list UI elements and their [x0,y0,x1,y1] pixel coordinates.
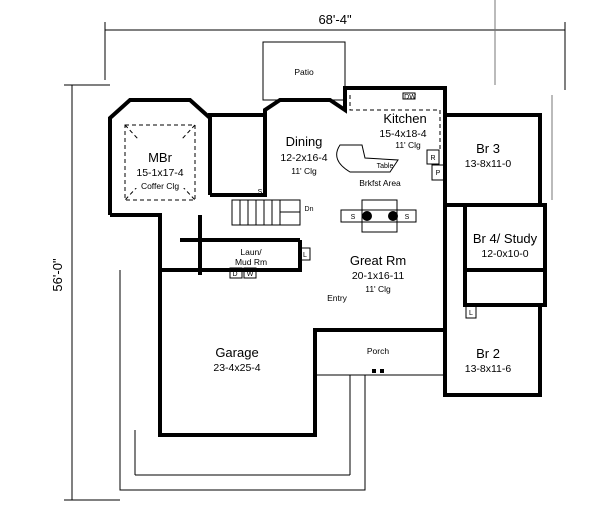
svg-text:23-4x25-4: 23-4x25-4 [213,362,260,374]
svg-text:MBr: MBr [148,150,173,165]
patio-label: Patio [294,67,314,77]
svg-text:13-8x11-6: 13-8x11-6 [465,363,512,375]
br3: Br 3 13-8x11-0 [465,141,512,170]
br2: Br 2 13-8x11-6 [465,346,512,375]
svg-text:Great Rm: Great Rm [350,253,406,268]
entry-label: Entry [327,293,348,303]
porch-label: Porch [367,346,389,356]
linen-label: L [303,252,307,259]
svg-text:Dining: Dining [286,134,323,149]
svg-text:12-0x10-0: 12-0x10-0 [481,248,528,260]
mbr: MBr 15-1x17-4 Coffer Clg [136,150,183,191]
laundry-mud-room: Laun/ Mud Rm [235,247,267,267]
svg-text:Br 3: Br 3 [476,141,500,156]
svg-text:Laun/: Laun/ [240,247,262,257]
svg-text:Br 2: Br 2 [476,346,500,361]
washer-label: W [247,271,254,278]
stairs [231,199,301,226]
breakfast-area-label: Brkfst Area [359,178,401,188]
stairs-down-label: Dn [305,206,314,213]
coffer-ceiling [124,124,196,201]
svg-text:Coffer Clg: Coffer Clg [141,181,179,191]
svg-text:15-1x17-4: 15-1x17-4 [136,167,183,179]
seat-label: S [405,214,410,221]
pantry-label: P [436,170,441,177]
refrigerator-label: R [430,155,435,162]
driveway-outline [119,270,366,491]
svg-text:20-1x16-11: 20-1x16-11 [352,270,405,282]
dryer-label: D [232,271,237,278]
depth-dimension: 56'-0" [50,258,65,292]
dimension-lines [64,0,566,501]
svg-text:Br 4/ Study: Br 4/ Study [473,231,538,246]
dining: Dining 12-2x16-4 11' Clg [280,134,327,176]
svg-text:11' Clg: 11' Clg [365,284,391,294]
dishwasher-label: DW [404,94,416,101]
shower-seat-label: S [258,189,263,196]
great-room: Great Rm 20-1x16-11 11' Clg [350,253,406,294]
width-dimension: 68'-4" [318,12,352,27]
table-label: Table [377,163,394,170]
linen-label: L [469,310,473,317]
kitchen-counter [349,95,441,150]
seat-label: S [351,214,356,221]
svg-text:11' Clg: 11' Clg [291,166,317,176]
garage: Garage 23-4x25-4 [213,345,260,374]
svg-text:Garage: Garage [215,345,258,360]
fireplace [340,209,417,223]
walls [108,86,547,437]
svg-text:11' Clg: 11' Clg [395,140,421,150]
svg-text:12-2x16-4: 12-2x16-4 [280,152,327,164]
svg-text:13-8x11-0: 13-8x11-0 [465,158,512,170]
svg-text:15-4x18-4: 15-4x18-4 [379,128,426,140]
svg-text:Kitchen: Kitchen [383,111,426,126]
svg-text:Mud Rm: Mud Rm [235,257,267,267]
kitchen: Kitchen 15-4x18-4 11' Clg [379,111,426,150]
br4-study: Br 4/ Study 12-0x10-0 [473,231,538,260]
breakfast-table [336,144,399,173]
